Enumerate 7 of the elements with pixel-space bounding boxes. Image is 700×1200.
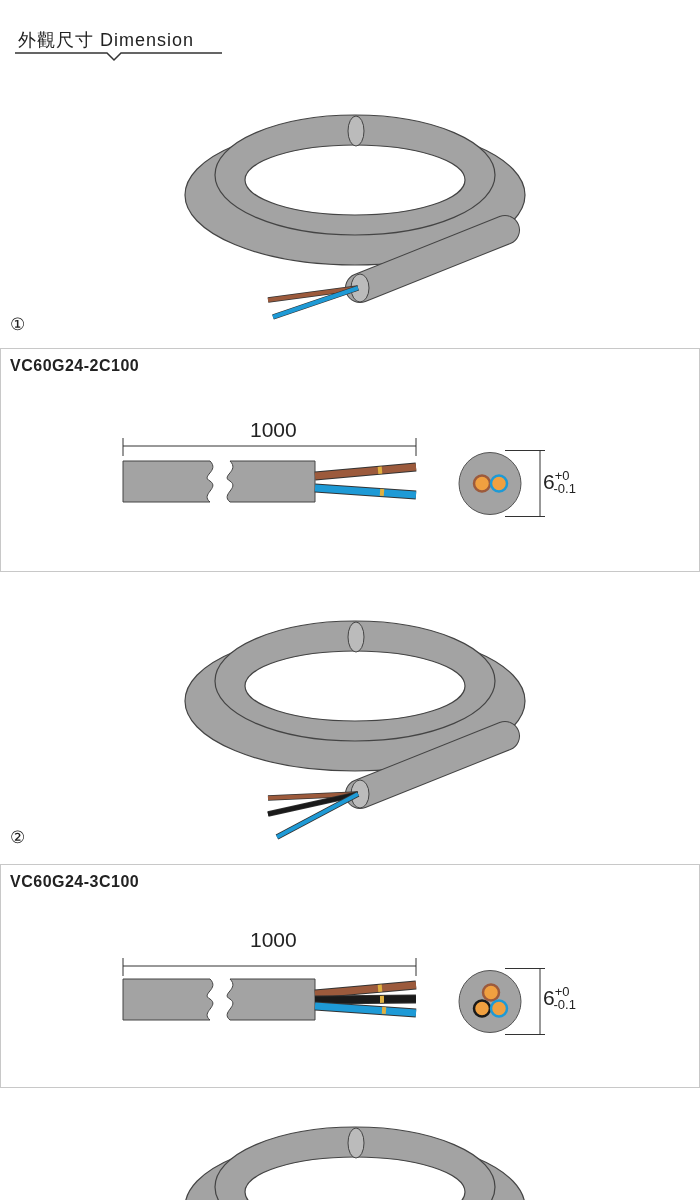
model-number: VC60G24-3C100 xyxy=(10,873,140,891)
page-title: 外觀尺寸 Dimension xyxy=(18,29,195,52)
length-dimension: 1000 xyxy=(250,928,297,952)
model-number: VC60G24-2C100 xyxy=(10,357,140,375)
section-number: ① xyxy=(10,314,25,335)
length-dimension: 1000 xyxy=(250,418,297,442)
section-number: ② xyxy=(10,827,25,848)
